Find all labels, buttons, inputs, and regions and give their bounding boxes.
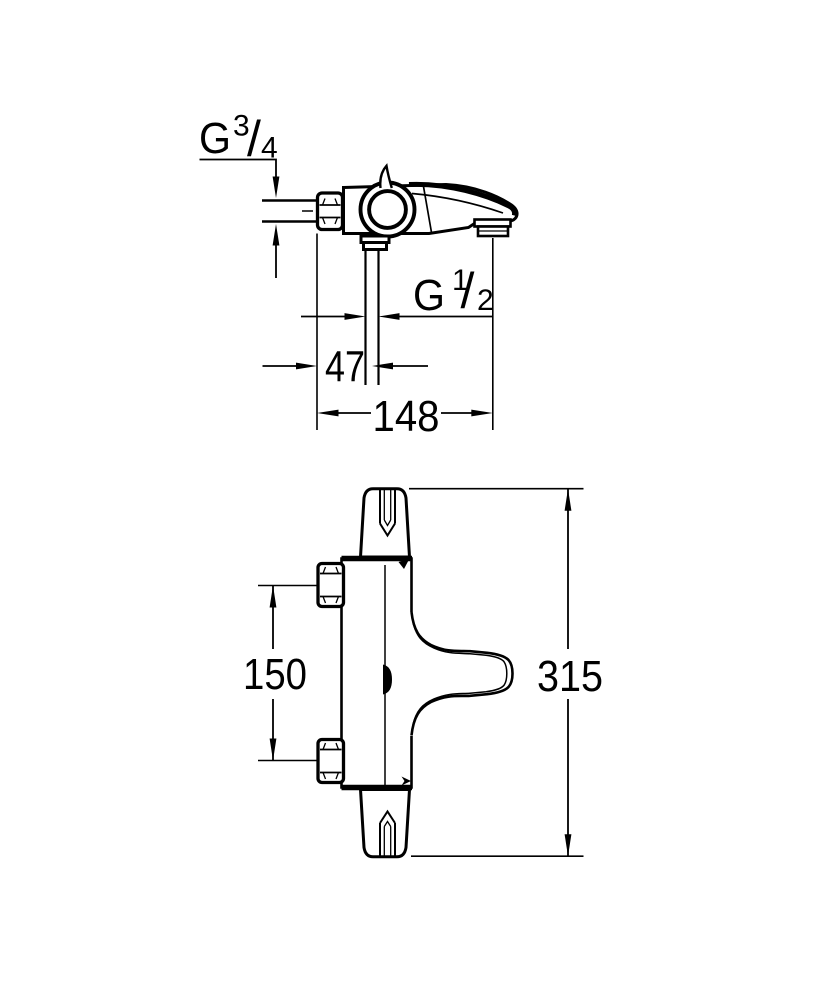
body-spout-joint-line: [422, 186, 433, 233]
side-view-drawing: G 3 / 4 G 1 / 2 47 148: [199, 110, 519, 441]
flow-direction-arrow-bottom: [401, 776, 411, 786]
arrow-left-icon: [378, 313, 400, 320]
dim-148-label: 148: [373, 392, 440, 441]
thread-outlet-denominator: 2: [477, 284, 494, 317]
arrow-up-icon: [272, 224, 280, 246]
handle-bottom: [358, 788, 412, 859]
body-outline: [340, 557, 413, 789]
flow-direction-arrow-top: [398, 558, 410, 569]
thread-inlet-slash: /: [247, 111, 261, 167]
spout-inner-contour: [411, 192, 504, 214]
handle-top-grip-slot-inner: [383, 488, 392, 527]
connection-nut-top: [316, 561, 346, 609]
dim-47-label: 47: [325, 343, 365, 392]
arrow-up-icon: [564, 488, 572, 511]
handle-bottom-grip-slot-inner: [383, 820, 392, 857]
handle-lever: [379, 163, 393, 189]
thread-inlet-denominator: 4: [261, 132, 278, 165]
inlet-hex-nut: [315, 191, 345, 232]
thread-inlet-label: G 3 / 4: [199, 110, 278, 168]
handle-top-grip-slot: [379, 488, 396, 538]
arrow-right-icon: [296, 362, 317, 370]
arrow-left-icon: [317, 409, 339, 417]
thread-outlet-label: G 1 / 2: [413, 263, 494, 320]
thread-outlet-numerator: 1: [452, 264, 469, 297]
arrow-down-icon: [269, 738, 277, 761]
handle-bottom-grip-slot: [379, 809, 396, 857]
dim-150-label: 150: [243, 650, 307, 699]
arrow-right-icon: [344, 313, 366, 320]
thread-outlet-prefix: G: [413, 271, 445, 320]
outlet-pipe: [364, 249, 380, 385]
thread-inlet-numerator: 3: [233, 110, 250, 143]
arrow-down-icon: [564, 834, 572, 857]
arrow-down-icon: [272, 176, 280, 198]
connection-nut-bottom-chamfers: [322, 742, 340, 780]
spout-bell-outer: [410, 611, 514, 736]
handle-top: [358, 487, 412, 559]
front-view-drawing: 150 315: [243, 487, 603, 859]
connection-nut-bottom: [316, 737, 346, 785]
outlet-collar-lower: [362, 241, 388, 251]
inlet-hex-nut-chamfers: [321, 198, 339, 225]
spout-top-edge: [408, 181, 518, 217]
spout-bell-inner: [412, 621, 508, 726]
arrow-right-icon: [471, 409, 493, 417]
thread-inlet-prefix: G: [199, 114, 231, 163]
handle-ring-inner: [367, 189, 408, 230]
dim-315-label: 315: [537, 652, 603, 701]
connection-nut-top-chamfers: [322, 566, 340, 604]
inlet-pipe: [262, 199, 317, 223]
arrow-left-icon: [372, 362, 393, 370]
outlet-mark: [383, 664, 392, 695]
thread-inlet-leader-line: [199, 158, 277, 177]
thread-outlet-slash: /: [461, 263, 475, 319]
arrow-up-icon: [269, 585, 277, 608]
